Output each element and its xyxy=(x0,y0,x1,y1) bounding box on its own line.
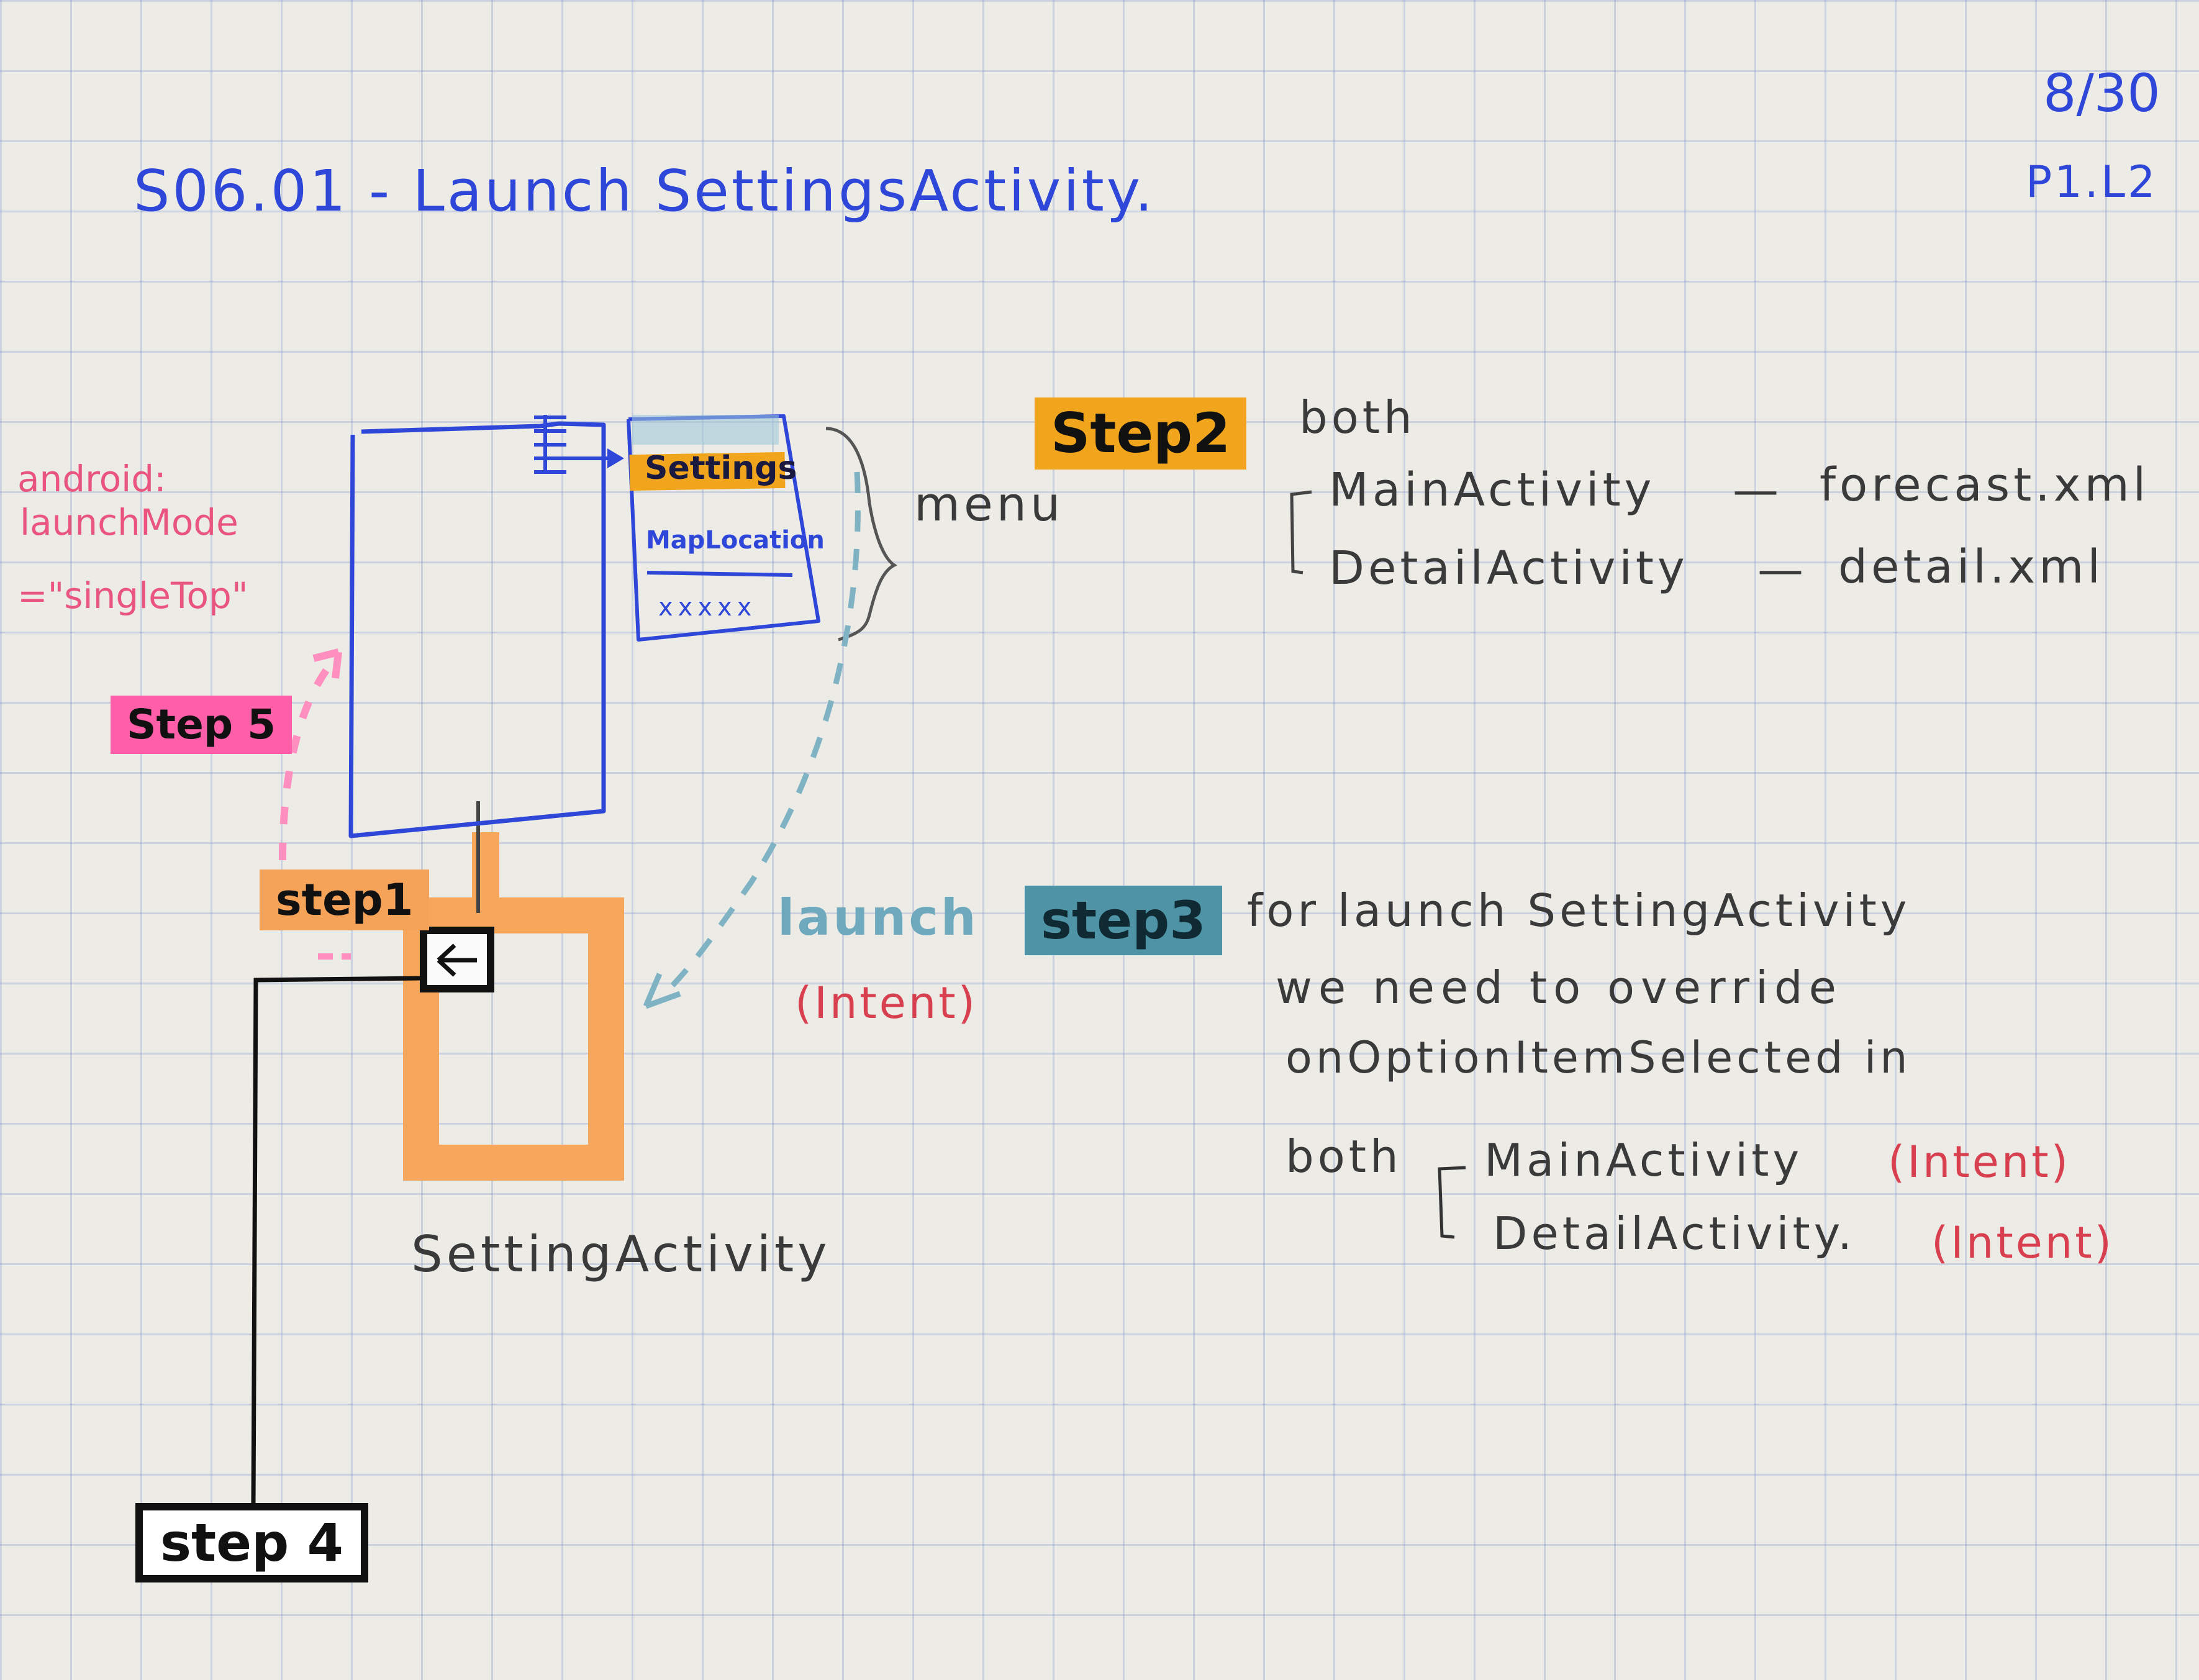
step3-line1: for launch SettingActivity xyxy=(1247,884,1911,937)
step3-badge: step3 xyxy=(1025,886,1222,955)
step4-badge: step 4 xyxy=(135,1503,368,1582)
step2-both: both xyxy=(1299,391,1416,443)
menu-item-xxxxx: xxxxx xyxy=(658,593,757,622)
step2-detail-xml: detail.xml xyxy=(1838,540,2104,594)
settings-activity-screen xyxy=(403,897,624,1181)
corner-page: P1.L2 xyxy=(2026,157,2158,207)
launch-mode-line2: launchMode xyxy=(20,501,238,543)
back-arrow-icon xyxy=(437,943,477,977)
step5-arrow xyxy=(279,656,338,861)
settings-activity-label: SettingActivity xyxy=(411,1225,831,1283)
menu-label: menu xyxy=(914,476,1064,532)
step3-line3: onOptionItemSelected in xyxy=(1285,1032,1911,1083)
menu-item-maplocation: MapLocation xyxy=(646,526,825,555)
menu-item-settings: Settings xyxy=(645,450,797,487)
launch-arrow xyxy=(662,471,861,996)
step2-badge: Step2 xyxy=(1035,397,1247,470)
corner-date: 8/30 xyxy=(2043,63,2160,124)
step2-dash-2: — xyxy=(1757,543,1807,596)
step5-badge: Step 5 xyxy=(111,696,292,754)
step1-badge: step1 xyxy=(260,870,430,930)
step2-dash-1: — xyxy=(1733,463,1782,517)
page-title: S06.01 - Launch SettingsActivity. xyxy=(134,158,1156,224)
overflow-menu-icon xyxy=(534,415,566,474)
launch-mode-line1: android: xyxy=(17,458,166,500)
step3-detail-activity: DetailActivity. xyxy=(1493,1207,1856,1260)
launch-label: launch xyxy=(778,889,979,947)
launch-intent-label: (Intent) xyxy=(795,978,977,1028)
step3-intent-1: (Intent) xyxy=(1888,1137,2070,1187)
launch-mode-line3: ="singleTop" xyxy=(17,574,248,617)
back-to-step4-line xyxy=(251,976,424,1505)
step2-main-activity: MainActivity xyxy=(1329,463,1656,517)
step3-main-activity: MainActivity xyxy=(1484,1134,1803,1186)
step2-detail-activity: DetailActivity xyxy=(1329,542,1689,595)
step3-both: both xyxy=(1285,1130,1402,1183)
main-activity-screen xyxy=(348,421,606,838)
step3-line2: we need to override xyxy=(1276,961,1843,1014)
step2-forecast-xml: forecast.xml xyxy=(1820,458,2150,512)
step3-intent-2: (Intent) xyxy=(1931,1217,2114,1268)
